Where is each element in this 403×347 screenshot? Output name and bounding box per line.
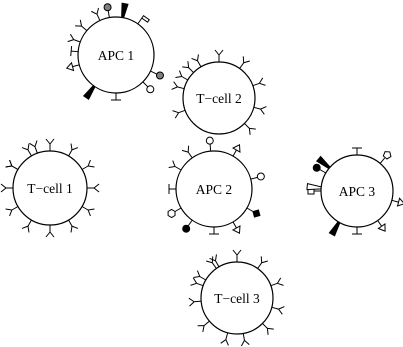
fork-receptor [45, 225, 55, 238]
fork-receptor [197, 320, 210, 333]
fork-receptor [68, 143, 79, 157]
apc2-label: APC 2 [196, 182, 232, 197]
bar-receptor [352, 147, 362, 155]
fork-receptor [91, 7, 101, 21]
fork-receptor [175, 70, 189, 81]
apc2-cell: APC 2 [167, 136, 265, 235]
grey-dot-receptor [150, 70, 164, 80]
cone-black-receptor [328, 221, 341, 237]
fork-receptor [81, 159, 95, 170]
triangle-receptor [377, 220, 386, 232]
fork-receptor [45, 138, 55, 151]
fork-receptor [0, 183, 13, 193]
dot-black-receptor [182, 219, 193, 233]
apc2-membrane [175, 150, 253, 228]
fork-receptor [68, 219, 79, 233]
fork-receptor [270, 277, 284, 287]
fork-receptor [21, 143, 32, 157]
apc1-membrane [77, 16, 155, 94]
fork-receptor [168, 160, 182, 171]
triangle-receptor [231, 144, 241, 157]
fork-receptor [67, 33, 81, 43]
dot-black-receptor [312, 163, 327, 174]
flag-receptor [137, 14, 150, 25]
fork-receptor [193, 270, 207, 281]
bar-receptor [209, 227, 219, 235]
fork-receptor [257, 256, 268, 269]
fork-receptor [5, 159, 19, 170]
tcell1-membrane [12, 150, 88, 226]
apc3-membrane [320, 154, 394, 228]
tcell2-label: T−cell 2 [196, 91, 241, 106]
bar-receptor [168, 184, 176, 194]
apc3-cell: APC 3 [306, 147, 403, 237]
fork-receptor [240, 333, 250, 347]
fork-receptor [188, 297, 202, 307]
fork-receptor [191, 54, 202, 68]
fork-receptor [181, 145, 193, 159]
fork-receptor [214, 49, 224, 62]
tcell1-label: T−cell 1 [27, 181, 72, 196]
fork-receptor [182, 61, 194, 73]
triangle-receptor [65, 61, 80, 72]
fork-receptor [262, 323, 274, 335]
bar-receptor [111, 93, 121, 101]
dot-receptor [142, 81, 155, 94]
fork-receptor [81, 206, 95, 217]
diamond-black-receptor [246, 207, 261, 218]
grey-dot-receptor [103, 3, 112, 18]
hexagon-receptor [167, 207, 182, 219]
triangle-receptor [391, 197, 403, 207]
fork-receptor [29, 140, 38, 154]
cone-receptor [306, 183, 322, 191]
cone-black-receptor [82, 84, 96, 101]
tcell2-membrane [182, 61, 256, 135]
cone-black-receptor [121, 2, 129, 19]
dot-receptor [205, 136, 214, 152]
triangle-receptor [231, 221, 241, 234]
tcell3-cell: T−cell 3 [188, 249, 285, 347]
fork-receptor [206, 256, 217, 269]
fork-receptor [220, 332, 229, 346]
fork-receptor [252, 77, 266, 87]
fork-receptor [172, 109, 186, 119]
fork-receptor [244, 123, 256, 135]
tcell1-cell: T−cell 1 [0, 138, 100, 238]
tcell3-label: T−cell 3 [214, 291, 260, 306]
fork-receptor [232, 249, 242, 262]
pentagon-receptor [379, 151, 392, 164]
apc1-label: APC 1 [98, 48, 134, 63]
bar-receptor [70, 46, 79, 57]
apc3-label: APC 3 [339, 184, 376, 199]
apc1-cell: APC 1 [65, 2, 164, 101]
fork-receptor [239, 56, 250, 69]
tcell2-cell: T−cell 2 [171, 49, 267, 135]
fork-receptor [253, 106, 267, 115]
fork-receptor [190, 277, 204, 287]
dot-receptor [250, 172, 265, 181]
bar-receptor [352, 227, 362, 235]
fork-receptor [171, 81, 185, 90]
fork-receptor [75, 19, 88, 31]
fork-receptor [5, 206, 19, 217]
tcell3-membrane [200, 261, 274, 335]
fork-receptor [21, 219, 32, 233]
fork-receptor [87, 183, 100, 193]
fork-receptor [271, 306, 285, 315]
